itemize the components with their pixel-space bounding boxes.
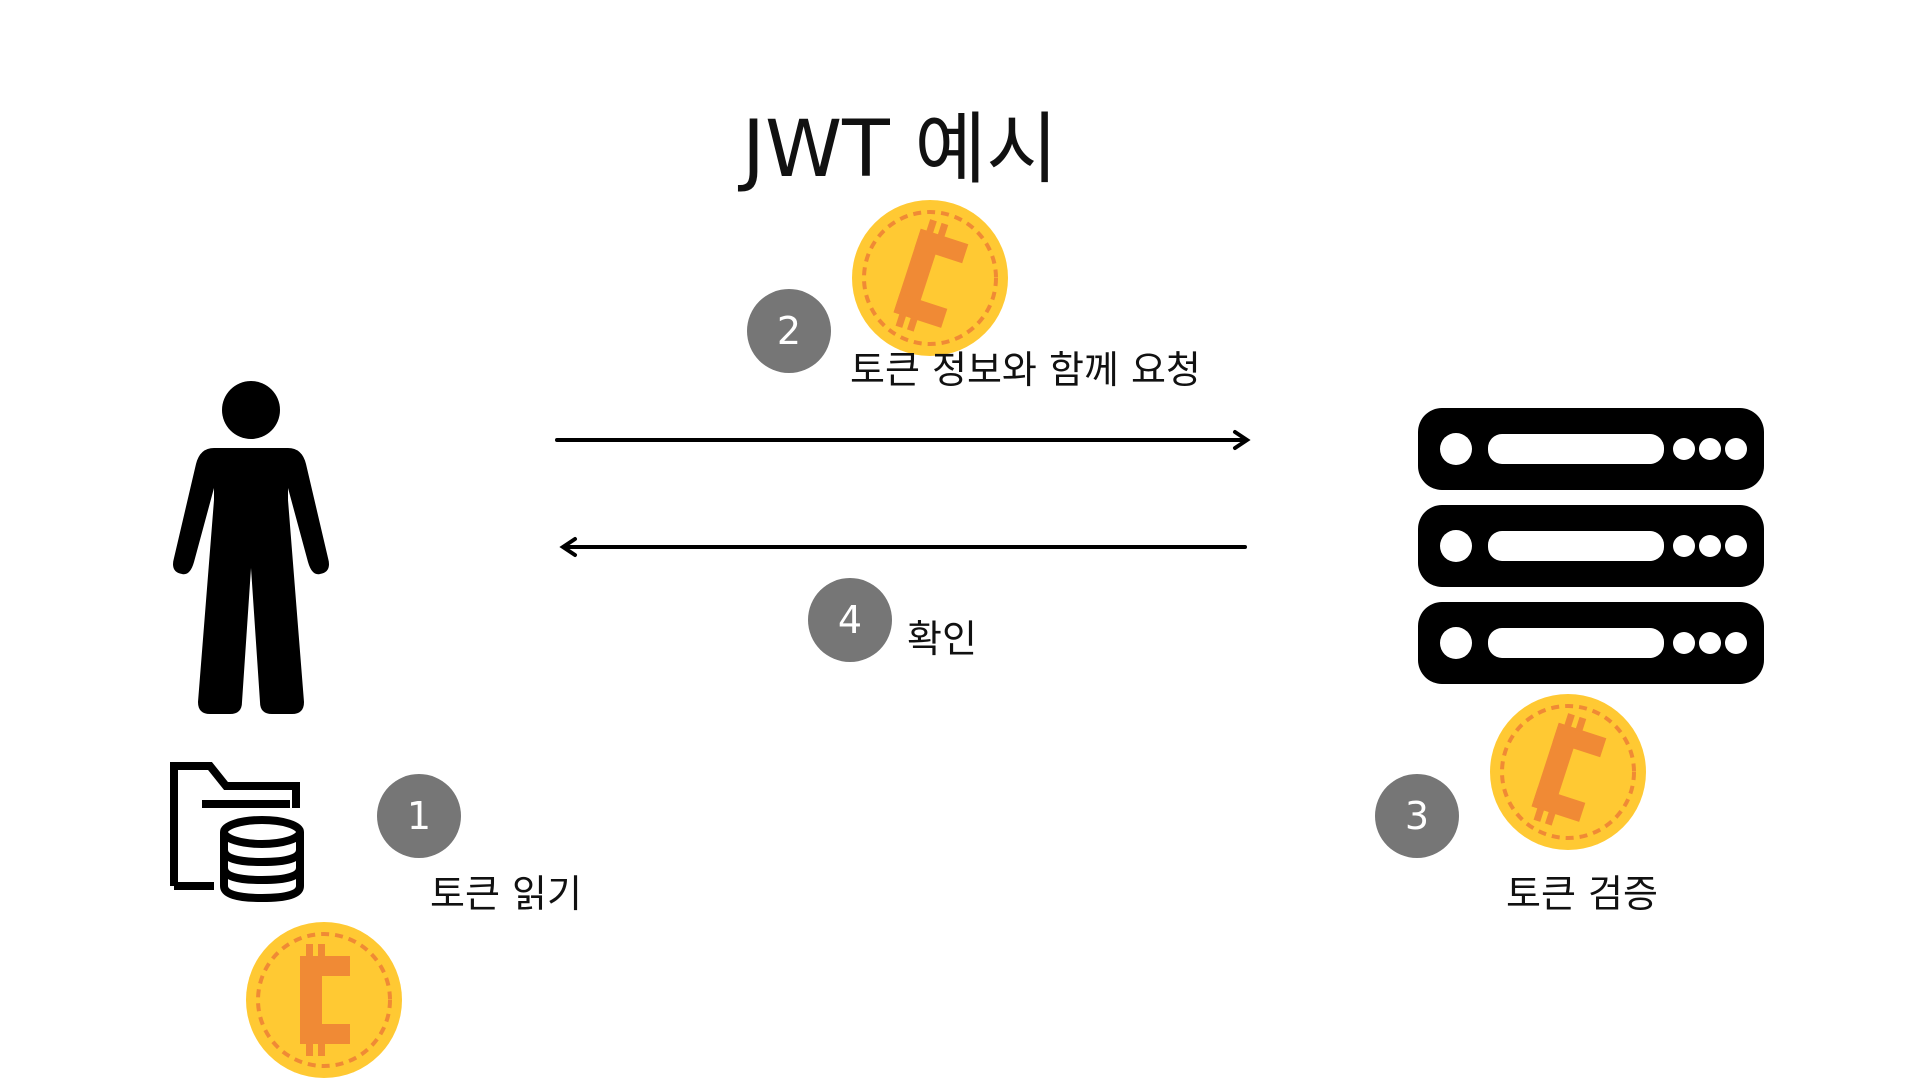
step-badge-3: 3 [1375, 774, 1459, 858]
step-label-3: 토큰 검증 [1506, 872, 1658, 916]
person-icon [173, 381, 329, 714]
step-label-2: 토큰 정보와 함께 요청 [850, 348, 1201, 392]
diagram-title: JWT 예시 [741, 105, 1059, 195]
step-badge-2: 2 [747, 289, 831, 373]
step-label-4: 확인 [907, 617, 977, 661]
step-badge-4: 4 [808, 578, 892, 662]
folder-database-icon [170, 762, 304, 903]
server-rack-icon [1418, 408, 1764, 688]
bitcoin-coin-icon [852, 200, 1008, 356]
request-arrow [555, 430, 1251, 450]
step-label-1: 토큰 읽기 [430, 872, 582, 916]
step-badge-1: 1 [377, 774, 461, 858]
bitcoin-coin-icon [1490, 694, 1646, 850]
response-arrow [559, 537, 1247, 557]
bitcoin-coin-icon [246, 922, 402, 1078]
arrows [555, 430, 1251, 557]
